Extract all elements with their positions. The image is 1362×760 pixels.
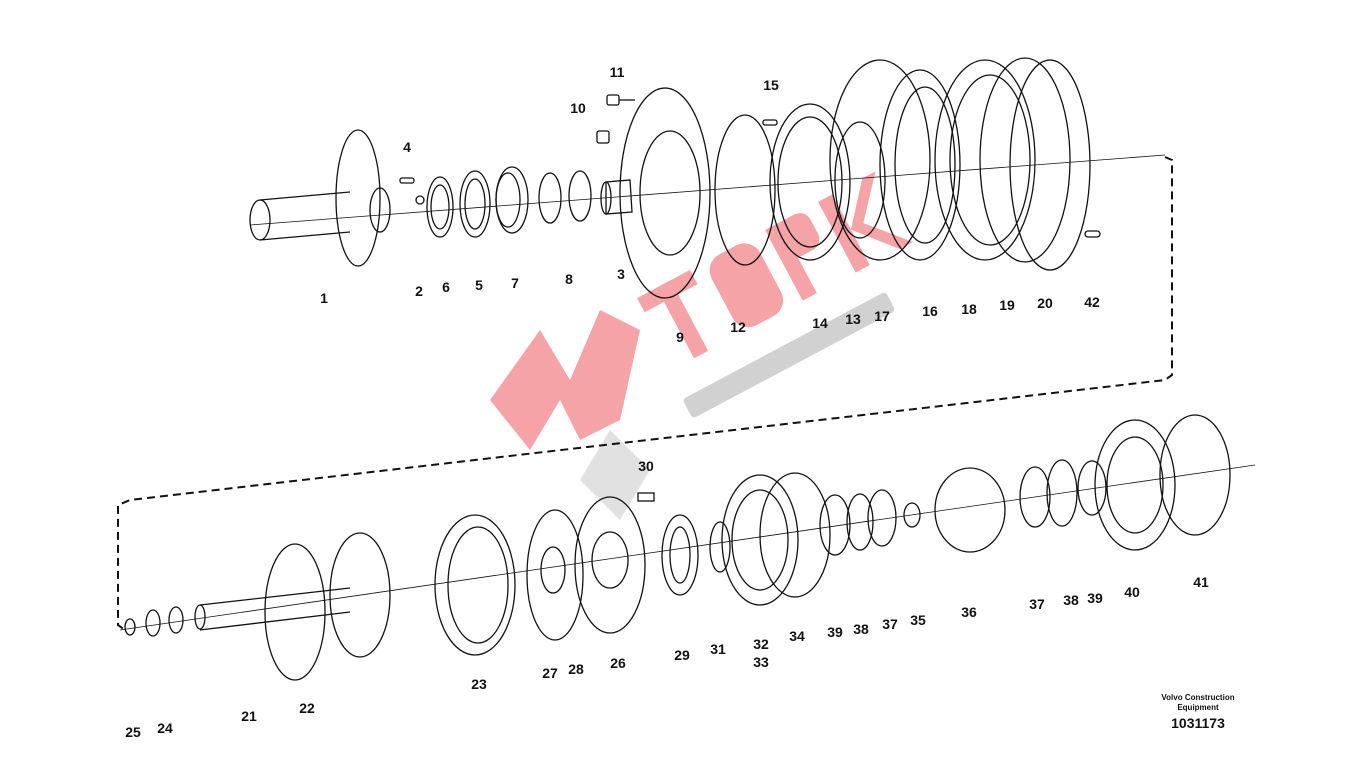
part-label[interactable]: 14 <box>812 315 828 331</box>
part-label[interactable]: 18 <box>961 301 977 317</box>
part-label[interactable]: 15 <box>763 77 779 93</box>
drawing-footer: Volvo Construction Equipment 1031173 <box>1161 693 1234 731</box>
part-label[interactable]: 5 <box>475 277 483 293</box>
part-label[interactable]: 37 <box>882 616 898 632</box>
upper-rings <box>415 166 633 238</box>
part-label[interactable]: 34 <box>789 628 805 644</box>
lower-parts <box>124 414 1231 681</box>
part-label[interactable]: 35 <box>910 612 926 628</box>
part-label[interactable]: 19 <box>999 297 1015 313</box>
part-label[interactable]: 39 <box>1087 590 1103 606</box>
part-label[interactable]: 27 <box>542 665 558 681</box>
watermark-logo <box>490 171 914 520</box>
part-label[interactable]: 22 <box>299 700 315 716</box>
part-label[interactable]: 4 <box>403 139 411 155</box>
drawing-number: 1031173 <box>1171 715 1225 731</box>
part-label[interactable]: 40 <box>1124 584 1140 600</box>
part-label[interactable]: 11 <box>609 64 625 80</box>
part-label[interactable]: 38 <box>853 621 869 637</box>
part-label[interactable]: 41 <box>1193 574 1209 590</box>
part-label[interactable]: 8 <box>565 271 573 287</box>
part-9-housing <box>619 87 711 299</box>
part-label[interactable]: 24 <box>157 720 173 736</box>
part-label[interactable]: 39 <box>827 624 843 640</box>
part-label[interactable]: 3 <box>617 266 625 282</box>
manufacturer-name-line2: Equipment <box>1177 703 1219 712</box>
part-label[interactable]: 37 <box>1029 596 1045 612</box>
part-label[interactable]: 6 <box>442 279 450 295</box>
part-label[interactable]: 38 <box>1063 592 1079 608</box>
part-1-shaft <box>249 129 391 267</box>
part-label[interactable]: 26 <box>610 655 626 671</box>
part-label[interactable]: 21 <box>241 708 257 724</box>
part-label[interactable]: 30 <box>638 458 654 474</box>
part-label[interactable]: 32 <box>753 636 769 652</box>
part-label[interactable]: 31 <box>710 641 726 657</box>
part-label[interactable]: 33 <box>753 654 769 670</box>
part-label[interactable]: 13 <box>845 311 861 327</box>
part-label[interactable]: 7 <box>511 275 519 291</box>
part-label[interactable]: 23 <box>471 676 487 692</box>
part-label[interactable]: 20 <box>1037 295 1053 311</box>
upper-discs <box>399 57 1101 271</box>
manufacturer-name: Volvo Construction <box>1161 693 1235 702</box>
part-label[interactable]: 12 <box>730 319 746 335</box>
part-label[interactable]: 2 <box>415 283 423 299</box>
part-label[interactable]: 1 <box>320 290 328 306</box>
part-label[interactable]: 28 <box>568 661 584 677</box>
part-label[interactable]: 10 <box>570 100 586 116</box>
part-label[interactable]: 9 <box>676 329 684 345</box>
part-label[interactable]: 25 <box>125 724 141 740</box>
part-label[interactable]: 29 <box>674 647 690 663</box>
part-label[interactable]: 16 <box>922 303 938 319</box>
part-label[interactable]: 17 <box>874 308 890 324</box>
part-label[interactable]: 36 <box>961 604 977 620</box>
part-label[interactable]: 42 <box>1084 294 1100 310</box>
